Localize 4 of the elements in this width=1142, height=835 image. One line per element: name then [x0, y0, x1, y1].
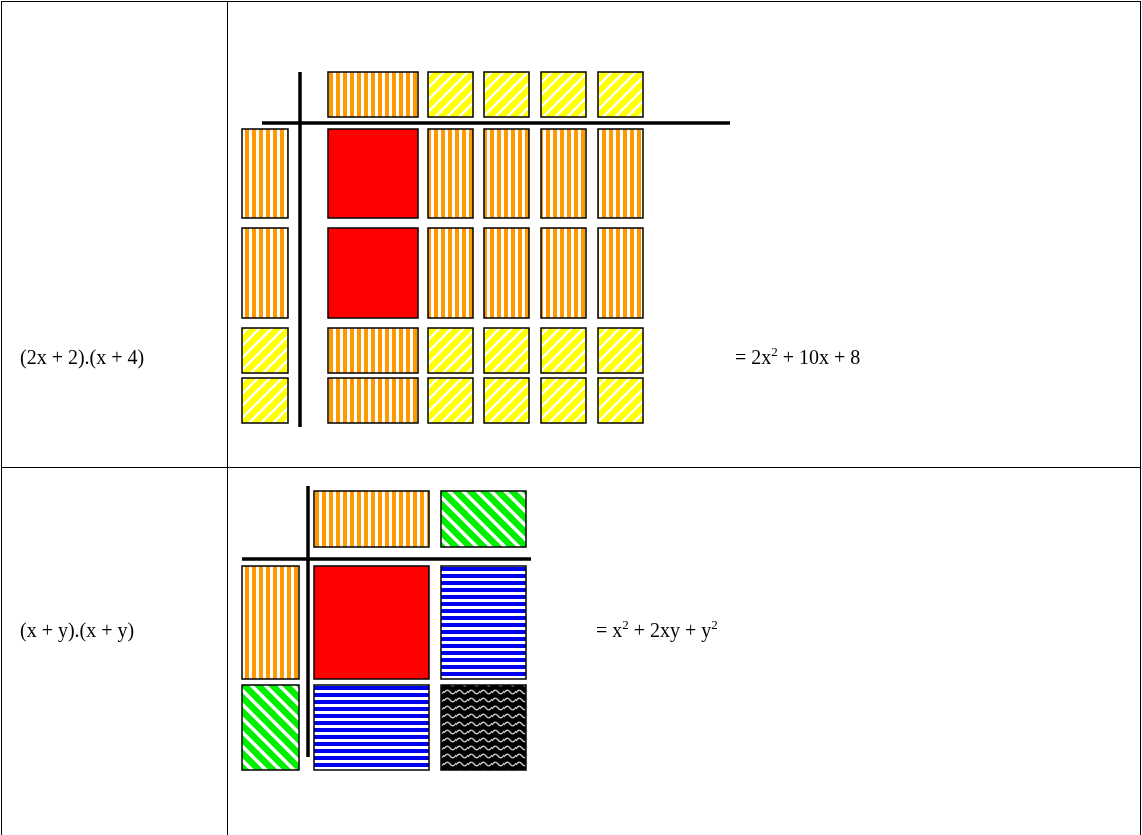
result-equation: = x$^{2}$ + 2xy + y$^{2}$ — [596, 618, 718, 642]
expression-text: (x + y).(x + y) — [20, 618, 135, 642]
expression-text: (2x + 2).(x + 4) — [20, 345, 145, 369]
result-equation: = 2x$^{2}$ + 10x + 8 — [735, 345, 861, 369]
